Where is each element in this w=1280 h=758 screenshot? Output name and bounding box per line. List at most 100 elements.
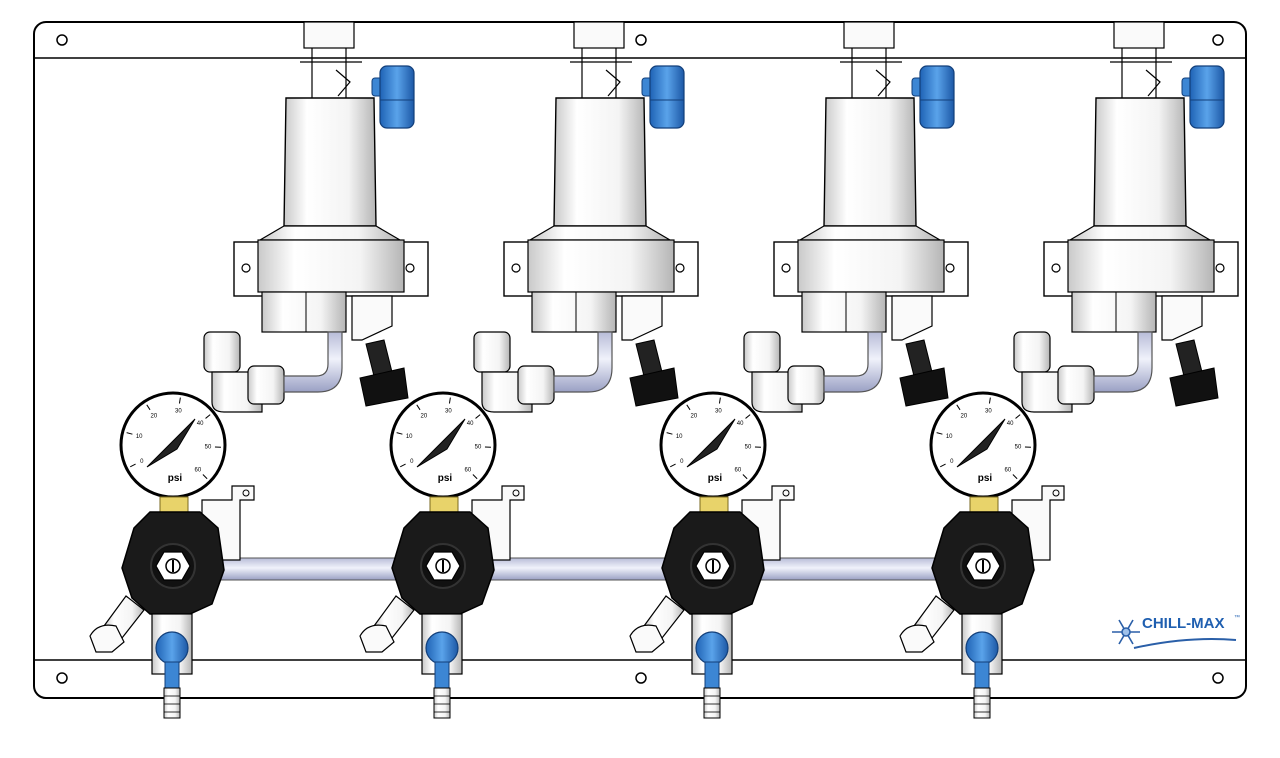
gauge-tick	[396, 432, 403, 435]
screw-icon	[675, 263, 685, 273]
gauge-tick	[686, 404, 691, 411]
screw-icon	[511, 263, 521, 273]
blue-fitting-icon	[379, 65, 415, 129]
gauge-tick-label: 0	[950, 459, 954, 465]
gauge-tick-label: 20	[151, 414, 158, 420]
compression-nut	[517, 365, 555, 405]
gauge-tick	[416, 404, 421, 411]
blue-fitting-icon	[919, 65, 955, 129]
compression-nut	[247, 365, 285, 405]
regulator-units: 0102030405060psi0102030405060psi01020304…	[89, 21, 1239, 719]
screw-hole-icon	[1212, 672, 1224, 684]
gauge-tick-label: 40	[1007, 421, 1014, 427]
gauge-tick-label: 20	[691, 414, 698, 420]
gauge-tick-label: 50	[1015, 445, 1022, 451]
elbow-fitting	[473, 331, 511, 373]
screw-icon	[1051, 263, 1061, 273]
housing-collar	[1067, 239, 1215, 293]
gauge-tick-label: 40	[467, 421, 474, 427]
housing-flare	[1067, 225, 1213, 241]
elbow-fitting	[743, 331, 781, 373]
gauge-tick-label: 30	[445, 408, 452, 414]
release-bracket	[351, 295, 393, 341]
valve-handle-icon	[164, 661, 180, 689]
brand-trademark: ™	[1234, 614, 1240, 621]
housing-base	[531, 291, 617, 333]
relief-knob-icon	[359, 367, 409, 407]
gauge-tick	[475, 414, 481, 419]
screw-hole-icon	[1212, 34, 1224, 46]
snowflake-icon	[1112, 619, 1140, 645]
inlet-bracket	[570, 48, 632, 98]
elbow-fitting	[1013, 331, 1051, 373]
gauge-tick-label: 30	[715, 408, 722, 414]
gauge-tick-label: 40	[197, 421, 204, 427]
gauge-needle	[956, 418, 1006, 468]
relief-knob-icon	[899, 367, 949, 407]
gauge-tick-label: 60	[465, 468, 472, 474]
hose-barb	[973, 687, 991, 719]
release-bracket	[1161, 295, 1203, 341]
housing-flare	[797, 225, 943, 241]
gauge-tick	[202, 474, 208, 480]
housing-base	[801, 291, 887, 333]
gauge-tick	[956, 404, 961, 411]
gauge-tick	[940, 463, 946, 468]
gauge-tick-label: 60	[195, 468, 202, 474]
valve-handle-icon	[425, 631, 459, 665]
gauge-tick-label: 50	[205, 445, 212, 451]
inlet-bracket	[300, 48, 362, 98]
gauge-tick-label: 40	[737, 421, 744, 427]
housing-body	[553, 97, 647, 227]
gauge-unit-label: psi	[978, 473, 993, 484]
gauge-tick	[448, 397, 451, 404]
gauge-needle	[146, 418, 196, 468]
gauge-tick	[1015, 414, 1021, 419]
gauge-tick-label: 20	[421, 414, 428, 420]
bent-tube	[1093, 331, 1153, 393]
gauge-tick	[988, 397, 991, 404]
gauge-tick-label: 10	[946, 434, 953, 440]
gauge-tick-label: 30	[985, 408, 992, 414]
gauge-tick-label: 0	[140, 459, 144, 465]
screw-icon	[1215, 263, 1225, 273]
housing-flare	[527, 225, 673, 241]
gauge-tick-label: 50	[745, 445, 752, 451]
blue-fitting-icon	[649, 65, 685, 129]
top-inlet-cap	[843, 21, 895, 49]
gauge-tick	[1012, 474, 1018, 480]
inlet-clip	[89, 624, 125, 653]
compression-nut	[1057, 365, 1095, 405]
gauge-tick	[472, 474, 478, 480]
screw-hole-icon	[635, 672, 647, 684]
release-bracket	[891, 295, 933, 341]
housing-collar	[797, 239, 945, 293]
gauge-needle	[686, 418, 736, 468]
housing-body	[1093, 97, 1187, 227]
gauge-tick	[745, 414, 751, 419]
bent-tube	[283, 331, 343, 393]
gauge-unit-label: psi	[438, 473, 453, 484]
housing-collar	[527, 239, 675, 293]
housing-collar	[257, 239, 405, 293]
inlet-clip	[899, 624, 935, 653]
gauge-tick	[742, 474, 748, 480]
gauge-tick-label: 50	[475, 445, 482, 451]
gauge-unit-label: psi	[168, 473, 183, 484]
valve-handle-icon	[155, 631, 189, 665]
elbow-fitting	[203, 331, 241, 373]
chill-max-logo: CHILL-MAX ™	[1112, 614, 1240, 649]
gauge-tick-label: 20	[961, 414, 968, 420]
top-inlet-cap	[1113, 21, 1165, 49]
gauge-tick-label: 10	[676, 434, 683, 440]
housing-base	[261, 291, 347, 333]
screw-hole-icon	[635, 34, 647, 46]
compression-nut	[787, 365, 825, 405]
inlet-bracket	[840, 48, 902, 98]
housing-base	[1071, 291, 1157, 333]
gauge-tick-label: 10	[406, 434, 413, 440]
housing-flare	[257, 225, 403, 241]
housing-body	[283, 97, 377, 227]
valve-handle-icon	[974, 661, 990, 689]
